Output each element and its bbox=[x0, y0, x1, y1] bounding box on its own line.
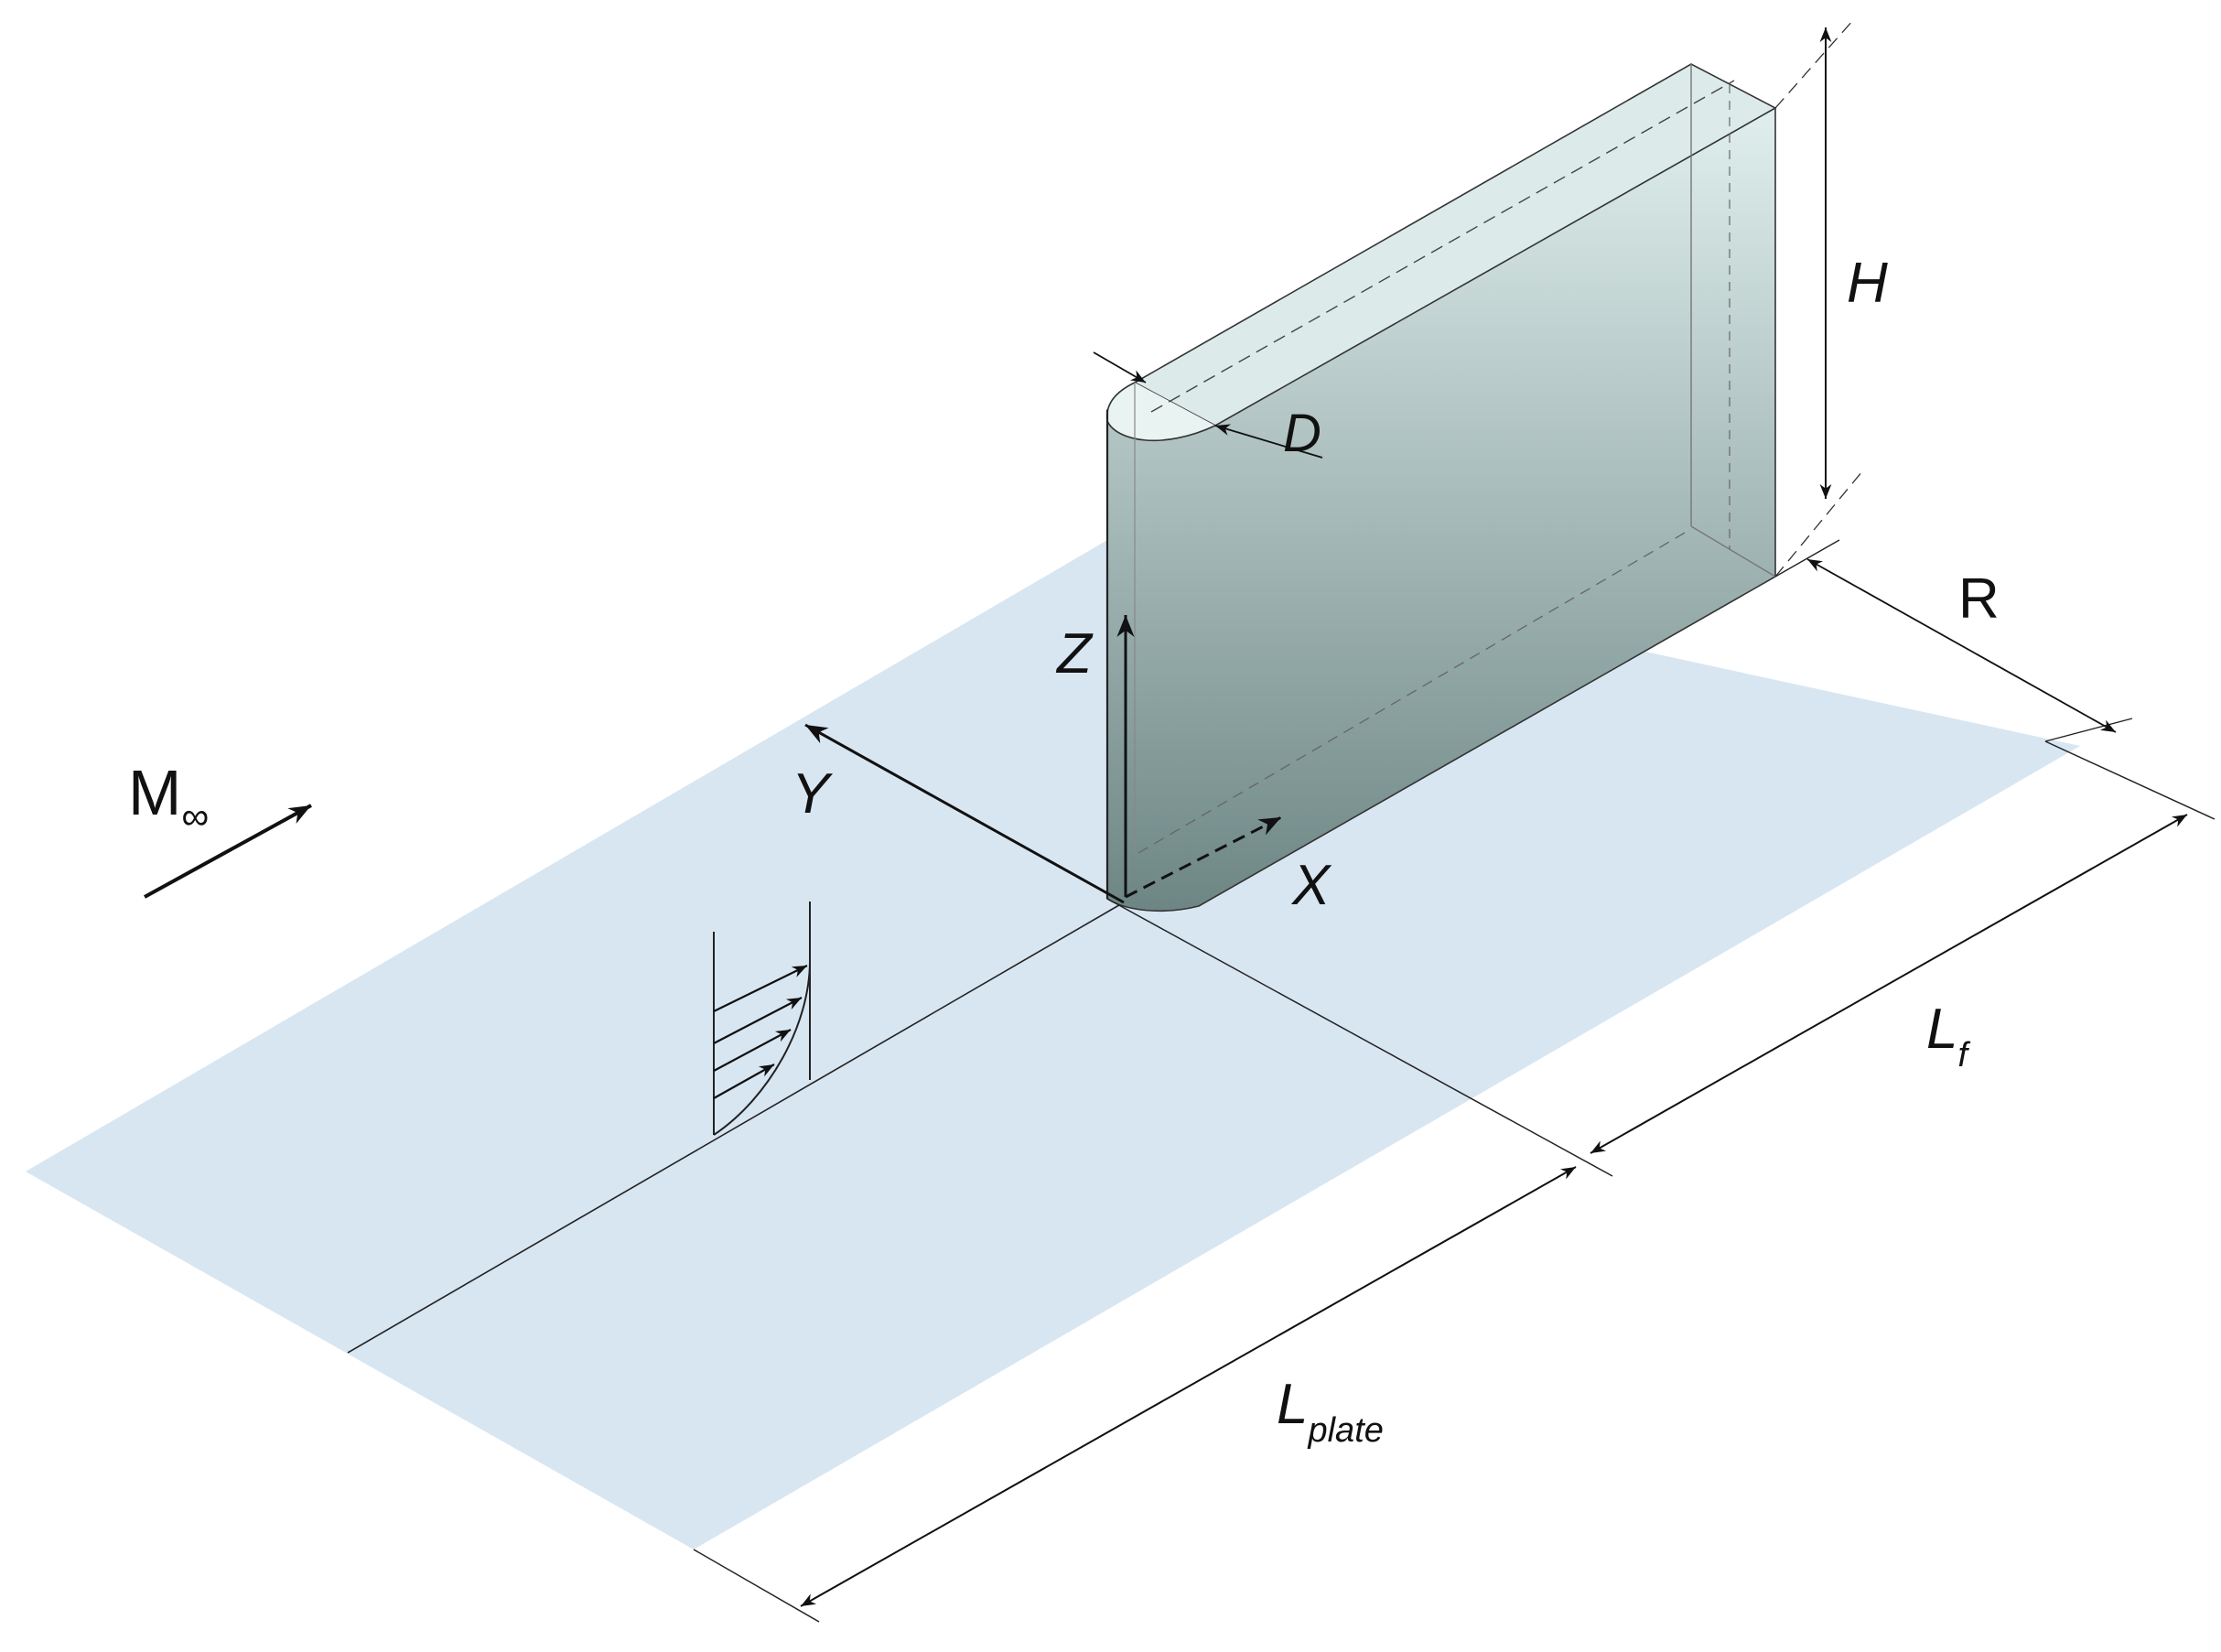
profile-vector bbox=[713, 1064, 775, 1099]
dimension-lplate bbox=[800, 1166, 1577, 1607]
y-axis-arrow bbox=[804, 723, 1125, 904]
profile-vector bbox=[713, 1029, 792, 1072]
h-dimension-label: H bbox=[1847, 252, 1888, 315]
fin-trailing-base bbox=[1690, 525, 1776, 578]
d-dimension-label: D bbox=[1283, 404, 1321, 463]
flat-plate bbox=[26, 536, 2080, 1549]
r-extension-start bbox=[1774, 539, 1840, 578]
lf-extension-end bbox=[2044, 740, 2216, 820]
z-axis-label: Z bbox=[1055, 622, 1094, 686]
fin-leading-edge-cap bbox=[1105, 382, 1216, 442]
dimension-d-end bbox=[1214, 424, 1323, 459]
r-extension-end bbox=[2044, 718, 2133, 742]
fin-hidden-base-edge bbox=[1137, 528, 1692, 854]
x-axis-label: X bbox=[1290, 854, 1332, 917]
lplate-dimension-label: Lplate bbox=[1277, 1373, 1384, 1450]
mach-label: M∞ bbox=[128, 757, 209, 837]
h-extension-bottom bbox=[1774, 470, 1863, 578]
y-axis-label: Y bbox=[792, 762, 834, 826]
profile-vector bbox=[713, 965, 808, 1012]
profile-curve bbox=[713, 960, 811, 1136]
freestream-arrow bbox=[144, 804, 312, 899]
fin-top-dashed-mid bbox=[1150, 80, 1735, 413]
r-dimension-label: R bbox=[1958, 567, 2000, 631]
lf-extension-start bbox=[1106, 898, 1613, 1177]
profile-vector bbox=[713, 997, 803, 1044]
boundary-layer-profile bbox=[713, 902, 811, 1136]
x-axis-arrow bbox=[1125, 815, 1282, 899]
h-extension-top bbox=[1774, 19, 1854, 109]
dimension-d-start bbox=[1093, 351, 1147, 383]
fin bbox=[1105, 63, 1777, 912]
dimension-r bbox=[1806, 558, 2117, 733]
lf-dimension-label: Lf bbox=[1926, 998, 1970, 1074]
plate-center-line bbox=[347, 902, 1125, 1354]
lplate-extension-start bbox=[693, 1549, 820, 1623]
dimension-lf bbox=[1590, 814, 2188, 1154]
